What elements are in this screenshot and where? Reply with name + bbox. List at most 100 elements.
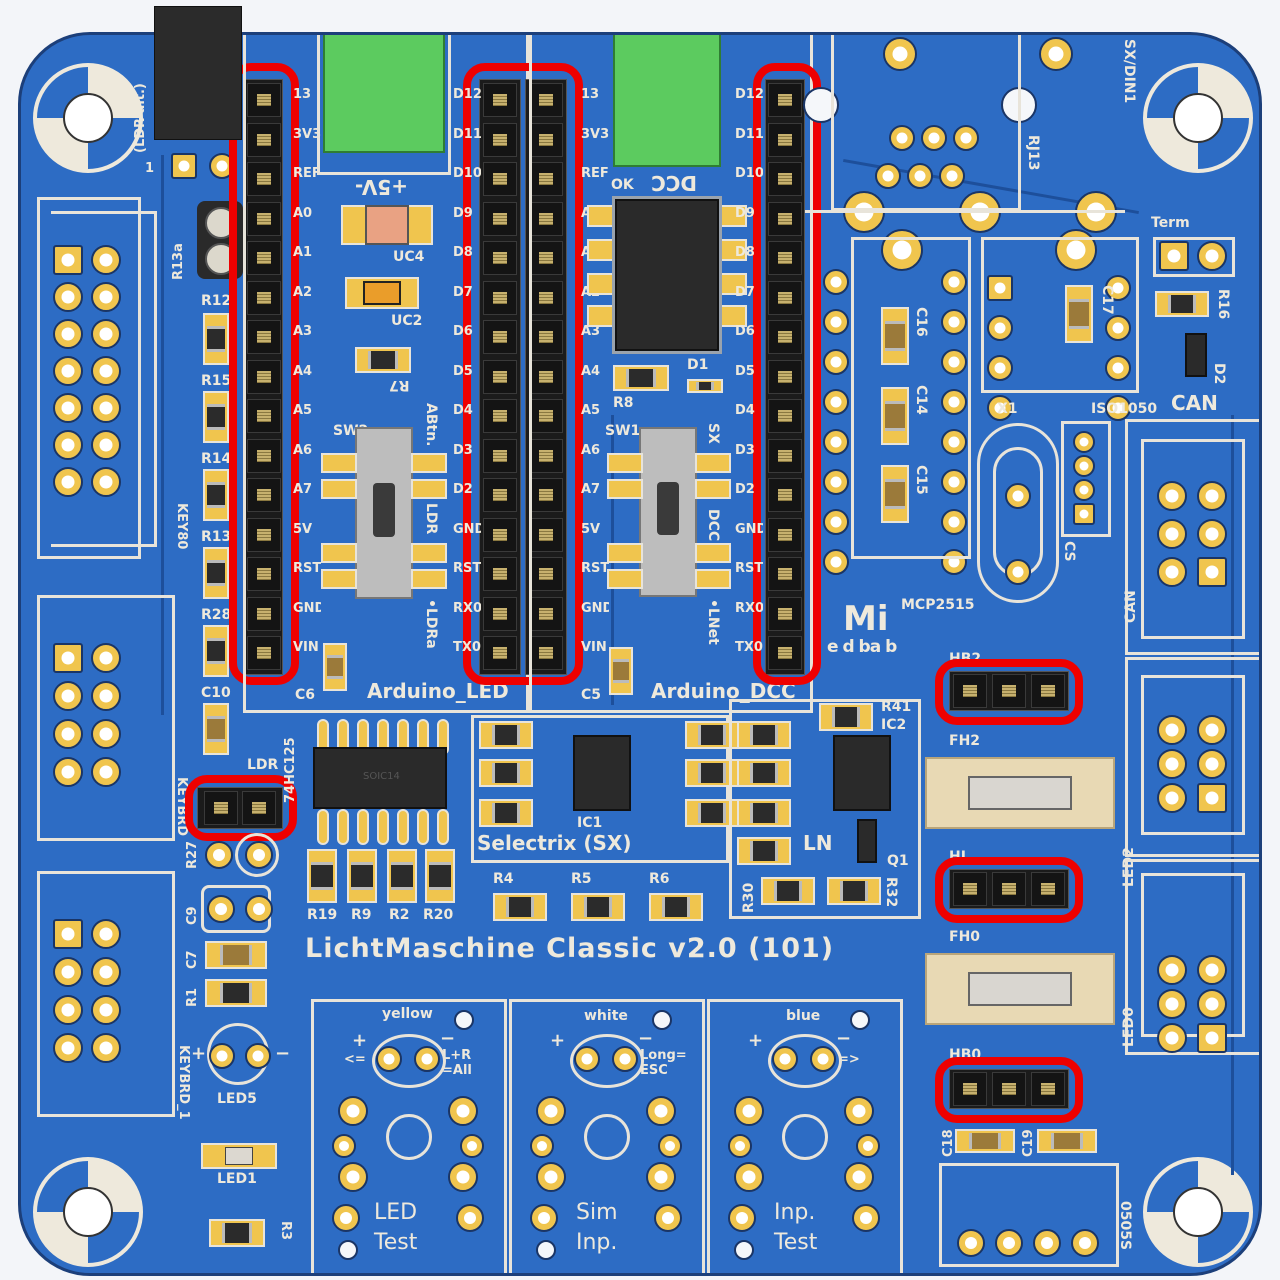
header-pin xyxy=(768,83,802,117)
hl-label: HL xyxy=(949,849,970,865)
led2-connector-outline xyxy=(1125,657,1259,857)
pin-label: D5 xyxy=(453,363,473,379)
pin1-label: 1 xyxy=(145,161,155,176)
header-pin xyxy=(529,636,563,670)
hl-jumper[interactable] xyxy=(949,869,1069,909)
ln-label: LN xyxy=(803,831,833,855)
c15-capacitor xyxy=(881,465,909,523)
pin-label: D3 xyxy=(735,442,755,458)
pin-label: VIN xyxy=(581,640,607,655)
pin-label: A3 xyxy=(293,324,313,339)
ldr-jumper[interactable] xyxy=(197,787,283,829)
tactile-button[interactable] xyxy=(584,1114,630,1160)
header-pin xyxy=(247,557,281,591)
tactile-button[interactable] xyxy=(782,1114,828,1160)
keybrd-connector-outline xyxy=(37,595,175,841)
hb2-jumper[interactable] xyxy=(949,671,1069,711)
pin-label: RX0 xyxy=(453,600,481,616)
r20-resistor xyxy=(425,849,455,903)
pin-label: D11 xyxy=(735,126,763,142)
led1-smd xyxy=(201,1143,277,1169)
header-pin xyxy=(483,438,517,473)
button-block-0: yellow + − <= L+R =All LED Test xyxy=(311,999,507,1273)
pin-label: A2 xyxy=(293,284,313,300)
c6-capacitor xyxy=(323,643,347,691)
power-terminal-outline xyxy=(317,35,451,175)
header-pin xyxy=(247,596,281,631)
key80-connector-inner xyxy=(51,211,157,547)
keybrd1-label: KEYBRD_1 xyxy=(176,1045,191,1120)
header-pin xyxy=(768,162,802,196)
x1-label: X1 xyxy=(997,401,1018,417)
pin-label: D10 xyxy=(453,166,481,181)
fh2-label: FH2 xyxy=(949,733,981,749)
header-pin xyxy=(247,438,281,473)
led5-plus: + xyxy=(191,1043,207,1064)
mdb-lab-logo: Mi e d ba b xyxy=(827,599,897,657)
pin-label: GND xyxy=(453,521,481,537)
c7-capacitor xyxy=(205,941,267,969)
ldr-alt-pad-2 xyxy=(209,153,235,179)
pin-label: D11 xyxy=(453,126,481,142)
pin-label: A6 xyxy=(293,442,313,458)
sw1-slide-switch[interactable] xyxy=(639,427,697,597)
pin-label: 5V xyxy=(293,521,313,537)
pin-label: RST xyxy=(293,561,321,576)
button-color-label: blue xyxy=(786,1008,821,1024)
tactile-button[interactable] xyxy=(386,1114,432,1160)
q1-transistor xyxy=(857,819,877,863)
uc2-component xyxy=(345,277,419,309)
r15-resistor xyxy=(203,391,229,443)
header-pin xyxy=(483,280,517,315)
c14-label: C14 xyxy=(913,385,929,415)
mounting-hole-bottom-left xyxy=(33,1157,143,1267)
sx-din1-label: SX/DIN1 xyxy=(1121,39,1137,104)
pin-label: RST xyxy=(735,561,763,576)
pin-label: GND xyxy=(735,521,763,537)
pin-label: A7 xyxy=(581,482,601,497)
r28-label: R28 xyxy=(201,607,232,623)
fh2-fuse-holder[interactable] xyxy=(925,757,1115,829)
keybrd-label: KEYBRD xyxy=(174,777,189,837)
r8-label: R8 xyxy=(613,395,634,411)
pin-label: GND xyxy=(293,600,321,616)
crystal-x1-outline xyxy=(977,423,1059,603)
dcc-terminal[interactable] xyxy=(613,35,721,167)
header-pin xyxy=(483,320,517,354)
r30-resistor xyxy=(761,877,815,905)
fh0-fuse-holder[interactable] xyxy=(925,953,1115,1025)
sw2-slide-switch[interactable] xyxy=(355,427,413,599)
pin-label: 3V3 xyxy=(581,126,609,142)
header-pin xyxy=(483,201,517,236)
hb0-jumper[interactable] xyxy=(949,1069,1069,1109)
header-pin xyxy=(483,557,517,591)
header-pin xyxy=(529,596,563,631)
header-pin xyxy=(529,162,563,196)
r1-label: R1 xyxy=(185,987,200,1007)
header-pin xyxy=(529,83,563,117)
r9-resistor xyxy=(347,849,377,903)
r8-resistor xyxy=(613,365,669,391)
rj13-outline xyxy=(831,35,1021,211)
pin-label: REF xyxy=(581,166,609,181)
header-pin xyxy=(483,636,517,670)
cs-label: CS xyxy=(1061,541,1077,562)
selectrix-label: Selectrix (SX) xyxy=(477,831,632,855)
pin-label: D12 xyxy=(735,87,763,102)
button-color-label: white xyxy=(584,1008,628,1024)
keybrd1-connector-outline xyxy=(37,871,175,1117)
button-block-1: white + − Long= ESC Sim Inp. xyxy=(509,999,705,1273)
power-terminal-5v[interactable] xyxy=(323,35,445,153)
r12-resistor xyxy=(203,313,229,365)
c10-capacitor xyxy=(203,703,229,755)
button-name-label: Sim Inp. xyxy=(576,1200,618,1255)
pin-label: REF xyxy=(293,166,321,181)
pin-label: 3V3 xyxy=(293,126,321,142)
header-pin xyxy=(529,201,563,236)
button-block-2: blue + − => Inp. Test xyxy=(707,999,903,1273)
c14-capacitor xyxy=(881,387,909,445)
pin-label: A6 xyxy=(581,442,601,458)
header-pin xyxy=(529,478,563,512)
pin-label: D12 xyxy=(453,87,481,102)
r13-resistor xyxy=(203,547,229,599)
